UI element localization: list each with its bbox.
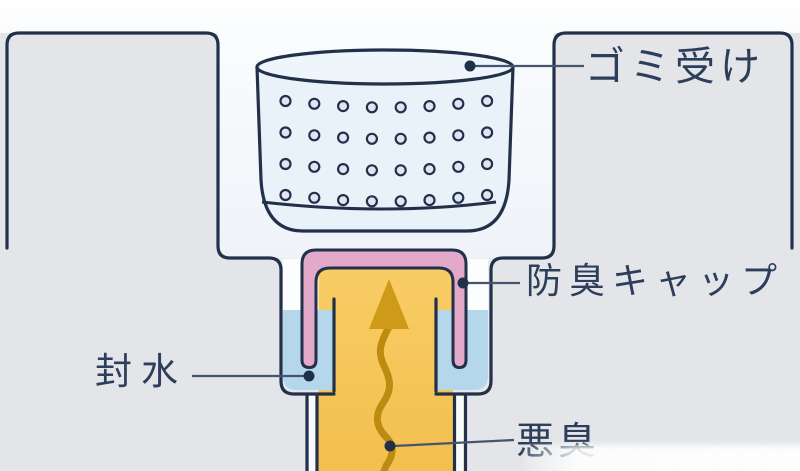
strainer-hole	[337, 99, 350, 113]
strainer-hole	[394, 132, 407, 145]
strainer-hole	[481, 188, 494, 202]
strainer-hole	[279, 94, 292, 108]
strainer-hole	[308, 97, 321, 110]
strainer-hole	[365, 101, 378, 114]
strainer-hole	[365, 195, 378, 208]
sink-block-left-outline	[5, 31, 336, 396]
pointer-dot-odor-cap	[457, 277, 469, 289]
strainer-hole	[279, 126, 292, 139]
strainer-hole	[452, 129, 465, 142]
pointer-dots	[303, 60, 476, 452]
strainer-basket	[255, 48, 515, 233]
structure-outlines	[5, 31, 794, 471]
strainer-hole	[365, 164, 378, 177]
strainer-hole	[337, 131, 350, 144]
sink-block-left	[0, 33, 307, 471]
strainer-hole	[308, 191, 321, 204]
strainer-hole	[337, 163, 350, 176]
strainer-hole	[423, 99, 436, 113]
pointer-dot-bad-odor	[384, 440, 396, 452]
strainer-hole	[452, 97, 465, 110]
strainer-hole	[279, 157, 292, 171]
water-seal-label: 封水	[95, 351, 187, 392]
strainer-hole	[279, 188, 292, 202]
strainer-holes	[279, 94, 494, 208]
strainer-label: ゴミ受け	[585, 45, 765, 89]
strainer-hole	[481, 126, 494, 139]
odor-arrow-head	[369, 279, 409, 329]
watermark-blur-patch	[524, 445, 800, 471]
connector-bad-odor	[393, 438, 515, 448]
odor-cap-shape	[300, 248, 468, 369]
pointer-dot-water-seal	[303, 370, 315, 382]
odor-cap-label: 防臭キャップ	[526, 260, 785, 301]
basket-floor-line	[261, 200, 497, 211]
strainer-hole	[423, 194, 436, 207]
pointer-dot-strainer	[464, 60, 476, 72]
strainer-hole	[365, 132, 378, 145]
strainer-hole	[337, 194, 350, 207]
strainer-hole	[481, 157, 494, 171]
sink-block-right-outline	[434, 31, 794, 396]
strainer-hole	[394, 195, 407, 208]
strainer-hole	[394, 164, 407, 177]
strainer-hole	[394, 101, 407, 114]
strainer-hole	[423, 163, 436, 176]
strainer-hole	[308, 129, 321, 142]
sink-block-right	[465, 33, 800, 471]
strainer-hole	[452, 191, 465, 204]
strainer-hole	[481, 94, 494, 108]
strainer-hole	[452, 160, 465, 173]
strainer-hole	[423, 131, 436, 144]
connectors	[192, 64, 584, 448]
pipe-gap-left	[309, 394, 316, 471]
pipe-gap-right	[456, 394, 464, 471]
strainer-hole	[308, 160, 321, 173]
